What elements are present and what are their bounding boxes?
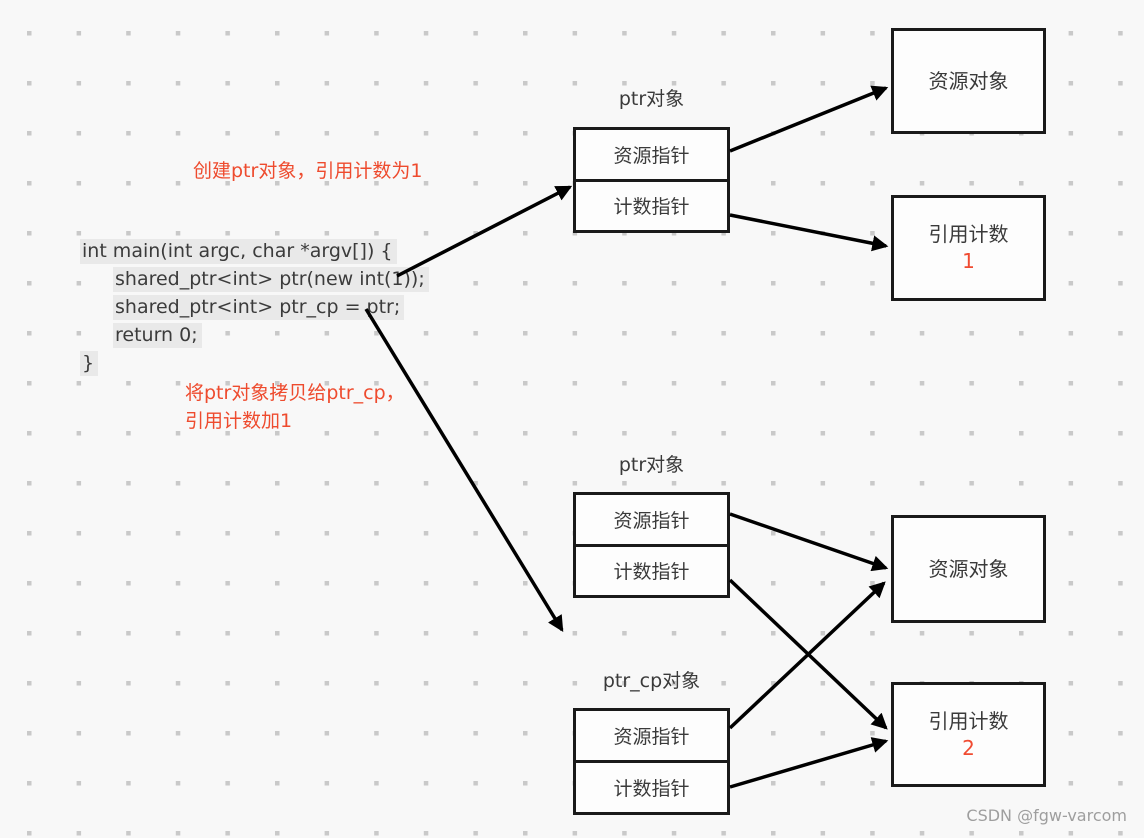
state2-ptr-cp-object-title: ptr_cp对象 — [602, 670, 701, 692]
annotation-create-ptr: 创建ptr对象，引用计数为1 — [193, 160, 423, 182]
state2-ref-count-label: 引用计数 — [928, 708, 1009, 733]
csdn-watermark: CSDN @fgw-varcom — [966, 806, 1127, 825]
code-line-2: shared_ptr<int> ptr(new int(1)); — [113, 267, 429, 292]
state1-ref-count-box: 引用计数 1 — [891, 195, 1046, 301]
state2-resource-object-box: 资源对象 — [891, 515, 1046, 623]
state2-resource-object-label: 资源对象 — [928, 556, 1009, 581]
state1-resource-pointer-cell: 资源指针 — [576, 130, 727, 182]
code-line-3: shared_ptr<int> ptr_cp = ptr; — [113, 295, 405, 320]
state1-ref-count-label: 引用计数 — [928, 222, 1009, 246]
state2-ptr-resource-pointer-cell: 资源指针 — [576, 495, 727, 547]
state2-ref-count-box: 引用计数 2 — [891, 682, 1046, 787]
annotation-copy-line2: 引用计数加1 — [185, 410, 293, 432]
state2-ptr-cp-object-box: 资源指针 计数指针 — [573, 708, 730, 815]
state2-ptr-object-title: ptr对象 — [618, 454, 685, 476]
state2-cp-resource-pointer-cell: 资源指针 — [576, 711, 727, 763]
state1-resource-object-label: 资源对象 — [928, 68, 1009, 93]
state1-count-pointer-cell: 计数指针 — [613, 196, 690, 219]
code-line-1: int main(int argc, char *argv[]) { — [80, 239, 397, 264]
state2-ref-count-value: 2 — [962, 735, 975, 760]
state1-ref-count-value: 1 — [962, 249, 975, 273]
state1-resource-object-box: 资源对象 — [891, 28, 1046, 134]
annotation-copy-ptr: 将ptr对象拷贝给ptr_cp， 引用计数加1 — [185, 379, 405, 435]
state2-ptr-count-pointer-cell: 计数指针 — [613, 561, 690, 584]
state2-ptr-object-box: 资源指针 计数指针 — [573, 492, 730, 598]
annotation-copy-line1: 将ptr对象拷贝给ptr_cp， — [185, 382, 405, 404]
code-line-5: } — [80, 351, 99, 376]
state1-ptr-object-title: ptr对象 — [618, 88, 685, 110]
code-block: int main(int argc, char *argv[]) { share… — [80, 237, 429, 377]
state2-cp-count-pointer-cell: 计数指针 — [613, 778, 690, 800]
code-line-4: return 0; — [113, 323, 202, 348]
state1-ptr-object-box: 资源指针 计数指针 — [573, 127, 730, 233]
